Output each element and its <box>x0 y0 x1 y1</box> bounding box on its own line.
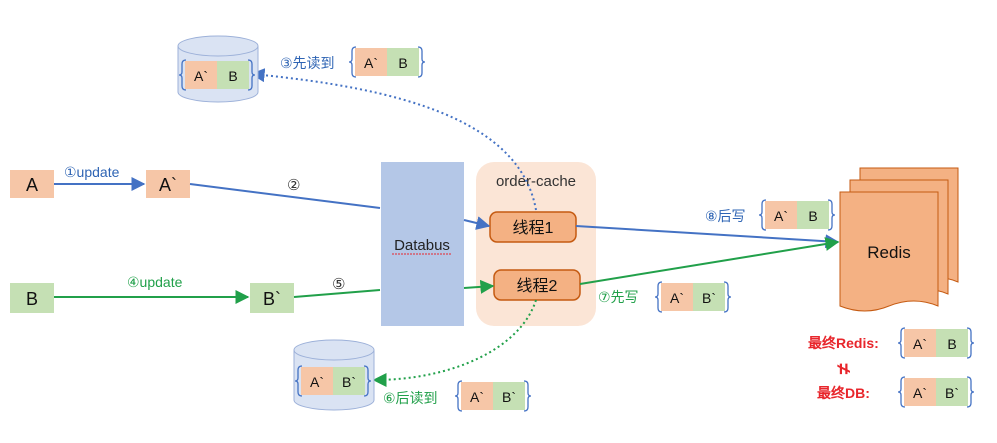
final-db-cell-2: B` <box>945 385 959 401</box>
write7-record: A` B` <box>654 281 732 313</box>
node-b-label: B <box>26 289 38 309</box>
read3-cell-2: B <box>398 55 407 71</box>
write7-cell-1: A` <box>670 290 684 306</box>
arrow-thread1-read-top-db <box>250 68 537 211</box>
final-db-cell-1: A` <box>913 385 927 401</box>
final-redis-label: 最终Redis: <box>808 335 879 351</box>
final-redis-record: A` B <box>897 327 975 359</box>
step4-label: ④update <box>127 274 183 290</box>
node-b <box>10 283 54 313</box>
top-db-record: A` B <box>178 59 256 91</box>
arrow-a-prime-to-databus <box>189 183 381 209</box>
step6-label: ⑥后读到 <box>383 390 438 406</box>
node-a-prime-label: A` <box>159 175 177 195</box>
redis-label: Redis <box>867 243 910 262</box>
arrow-thread2-read-bottom-db <box>372 299 537 387</box>
step3-label: ③先读到 <box>280 55 335 71</box>
read3-cell-1: A` <box>364 55 378 71</box>
write8-record: A` B <box>758 199 836 231</box>
order-cache-label: order-cache <box>496 173 576 190</box>
top-db-cell-1: A` <box>194 68 208 84</box>
arrow-databus-to-thread2 <box>463 279 495 294</box>
redis-stack <box>839 167 959 312</box>
arrow-thread1-to-redis <box>575 225 840 249</box>
node-a-prime <box>146 170 190 198</box>
thread2-label: 线程2 <box>517 277 558 295</box>
node-a <box>10 170 54 198</box>
read3-record: A` B <box>348 46 426 78</box>
final-redis-cell-1: A` <box>913 336 927 352</box>
step7-label: ⑦先写 <box>598 289 639 305</box>
top-db-cell-2: B <box>228 68 237 84</box>
step2-label: ② <box>287 177 300 194</box>
step5-label: ⑤ <box>332 276 345 293</box>
final-redis-cell-2: B <box>947 336 956 352</box>
read6-cell-1: A` <box>470 389 484 405</box>
read6-record: A` B` <box>454 380 532 412</box>
node-b-prime-label: B` <box>263 289 281 309</box>
node-b-prime <box>250 283 294 313</box>
bottom-db-cell-2: B` <box>342 374 356 390</box>
databus-box <box>381 162 464 326</box>
bottom-db-cell-1: A` <box>310 374 324 390</box>
node-a-label: A <box>26 175 38 195</box>
arrow-thread2-to-redis <box>579 237 840 285</box>
read6-cell-2: B` <box>502 389 516 405</box>
final-db-label: 最终DB: <box>817 385 870 401</box>
write8-cell-2: B <box>808 208 817 224</box>
arrow-b-prime-to-databus <box>293 289 381 298</box>
write7-cell-2: B` <box>702 290 716 306</box>
not-equal-sign: ≠ <box>832 364 854 375</box>
step8-label: ⑧后写 <box>705 208 746 224</box>
final-db-record: A` B` <box>897 376 975 408</box>
arrow-databus-to-thread1 <box>463 216 491 230</box>
databus-label: Databus <box>394 237 450 254</box>
step1-label: ①update <box>64 164 120 180</box>
thread1-label: 线程1 <box>513 219 554 237</box>
write8-cell-1: A` <box>774 208 788 224</box>
bottom-db-record: A` B` <box>294 365 372 397</box>
